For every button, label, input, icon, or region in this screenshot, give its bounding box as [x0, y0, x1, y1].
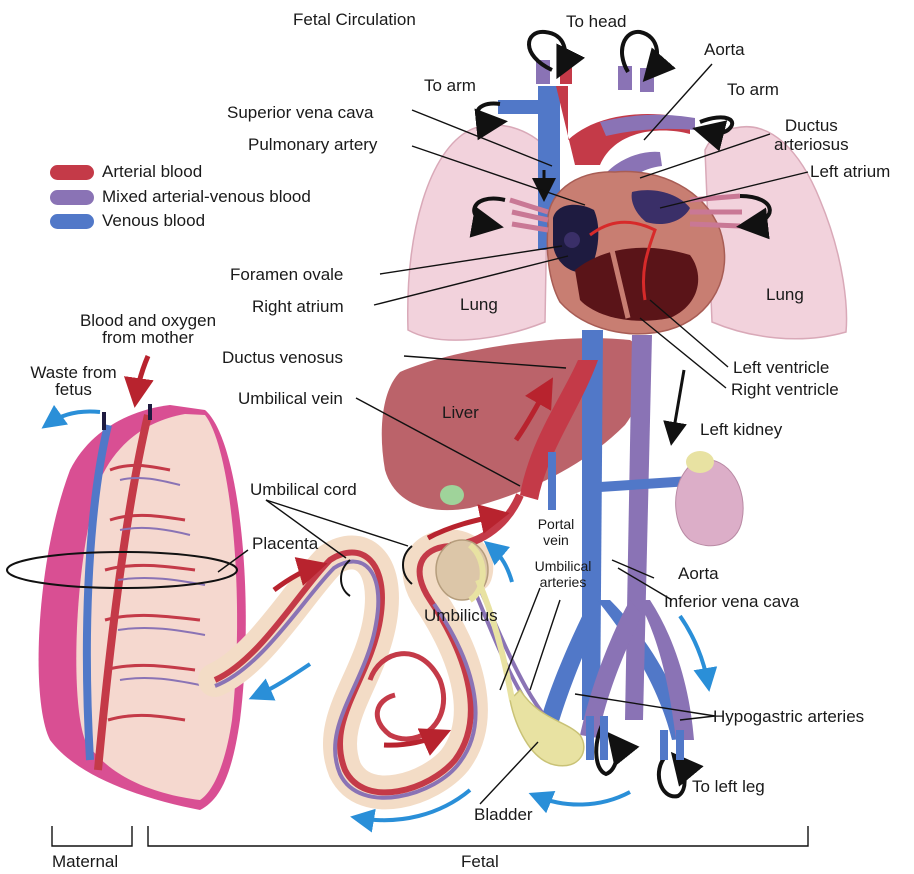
label-waste-from-fetus: Waste from fetus — [16, 364, 131, 398]
label-left-ventricle: Left ventricle — [733, 358, 829, 377]
aorta-down-arrow — [672, 370, 684, 440]
label-foramen-ovale: Foramen ovale — [230, 265, 343, 284]
leg-vessel-ends — [590, 716, 680, 760]
red-arrow-mother — [136, 356, 148, 398]
label-umbilical-vein: Umbilical vein — [238, 389, 343, 408]
label-to-left-leg: To left leg — [692, 777, 765, 796]
gallbladder — [440, 485, 464, 505]
label-ductus-arteriosus: Ductus arteriosus — [774, 116, 849, 154]
label-aorta-top: Aorta — [704, 40, 745, 59]
right-lung — [705, 127, 847, 339]
label-to-head: To head — [566, 12, 627, 31]
label-umbilicus: Umbilicus — [424, 606, 498, 625]
label-portal-vein: Portal vein — [528, 516, 584, 548]
umbilical-cord — [215, 546, 476, 792]
leg-arrow-right — [659, 756, 685, 796]
diagram-title: Fetal Circulation — [293, 10, 416, 29]
label-lung-right: Lung — [766, 285, 804, 304]
label-lung-left: Lung — [460, 295, 498, 314]
label-umbilical-cord: Umbilical cord — [250, 480, 357, 499]
blue-arrow-cord — [256, 664, 310, 696]
label-right-ventricle: Right ventricle — [731, 380, 839, 399]
adrenal-gland — [686, 451, 714, 473]
head-arrow-left — [529, 32, 565, 72]
label-bladder: Bladder — [474, 805, 533, 824]
label-right-atrium: Right atrium — [252, 297, 344, 316]
label-liver: Liver — [442, 403, 479, 422]
legend-swatch-venous — [50, 214, 94, 229]
label-inferior-vena-cava: Inferior vena cava — [664, 592, 799, 611]
arm-arrow-left — [478, 104, 501, 123]
label-left-atrium: Left atrium — [810, 162, 890, 181]
label-umbilical-arteries: Umbilical arteries — [518, 558, 608, 590]
label-aorta-bottom: Aorta — [678, 564, 719, 583]
head-arrow-right — [622, 32, 657, 76]
label-superior-vena-cava: Superior vena cava — [227, 103, 373, 122]
label-maternal: Maternal — [52, 852, 118, 871]
legend-swatch-arterial — [50, 165, 94, 180]
arm-arrow-right — [700, 117, 732, 133]
blue-arrow-aorta — [680, 616, 708, 684]
label-fetal: Fetal — [461, 852, 499, 871]
label-to-arm-right: To arm — [727, 80, 779, 99]
label-to-arm-left: To arm — [424, 76, 476, 95]
label-pulmonary-artery: Pulmonary artery — [248, 135, 377, 154]
left-kidney — [676, 460, 743, 546]
legend-label-venous: Venous blood — [102, 211, 205, 230]
label-hypogastric-arteries: Hypogastric arteries — [713, 707, 864, 726]
legend-label-mixed: Mixed arterial-venous blood — [102, 187, 311, 206]
foramen-ovale-opening — [564, 232, 580, 248]
blue-arrow-waste — [48, 412, 100, 425]
label-blood-oxygen-mother: Blood and oxygen from mother — [58, 312, 238, 346]
ventricles — [575, 248, 698, 321]
label-placenta: Placenta — [252, 534, 318, 553]
portal-vein — [548, 452, 556, 510]
label-left-kidney: Left kidney — [700, 420, 782, 439]
blue-arrow-bladder — [536, 792, 630, 805]
legend-label-arterial: Arterial blood — [102, 162, 202, 181]
brachio-vessel-left — [498, 100, 545, 114]
legend-swatch-mixed — [50, 190, 94, 205]
label-ductus-venosus: Ductus venosus — [222, 348, 343, 367]
